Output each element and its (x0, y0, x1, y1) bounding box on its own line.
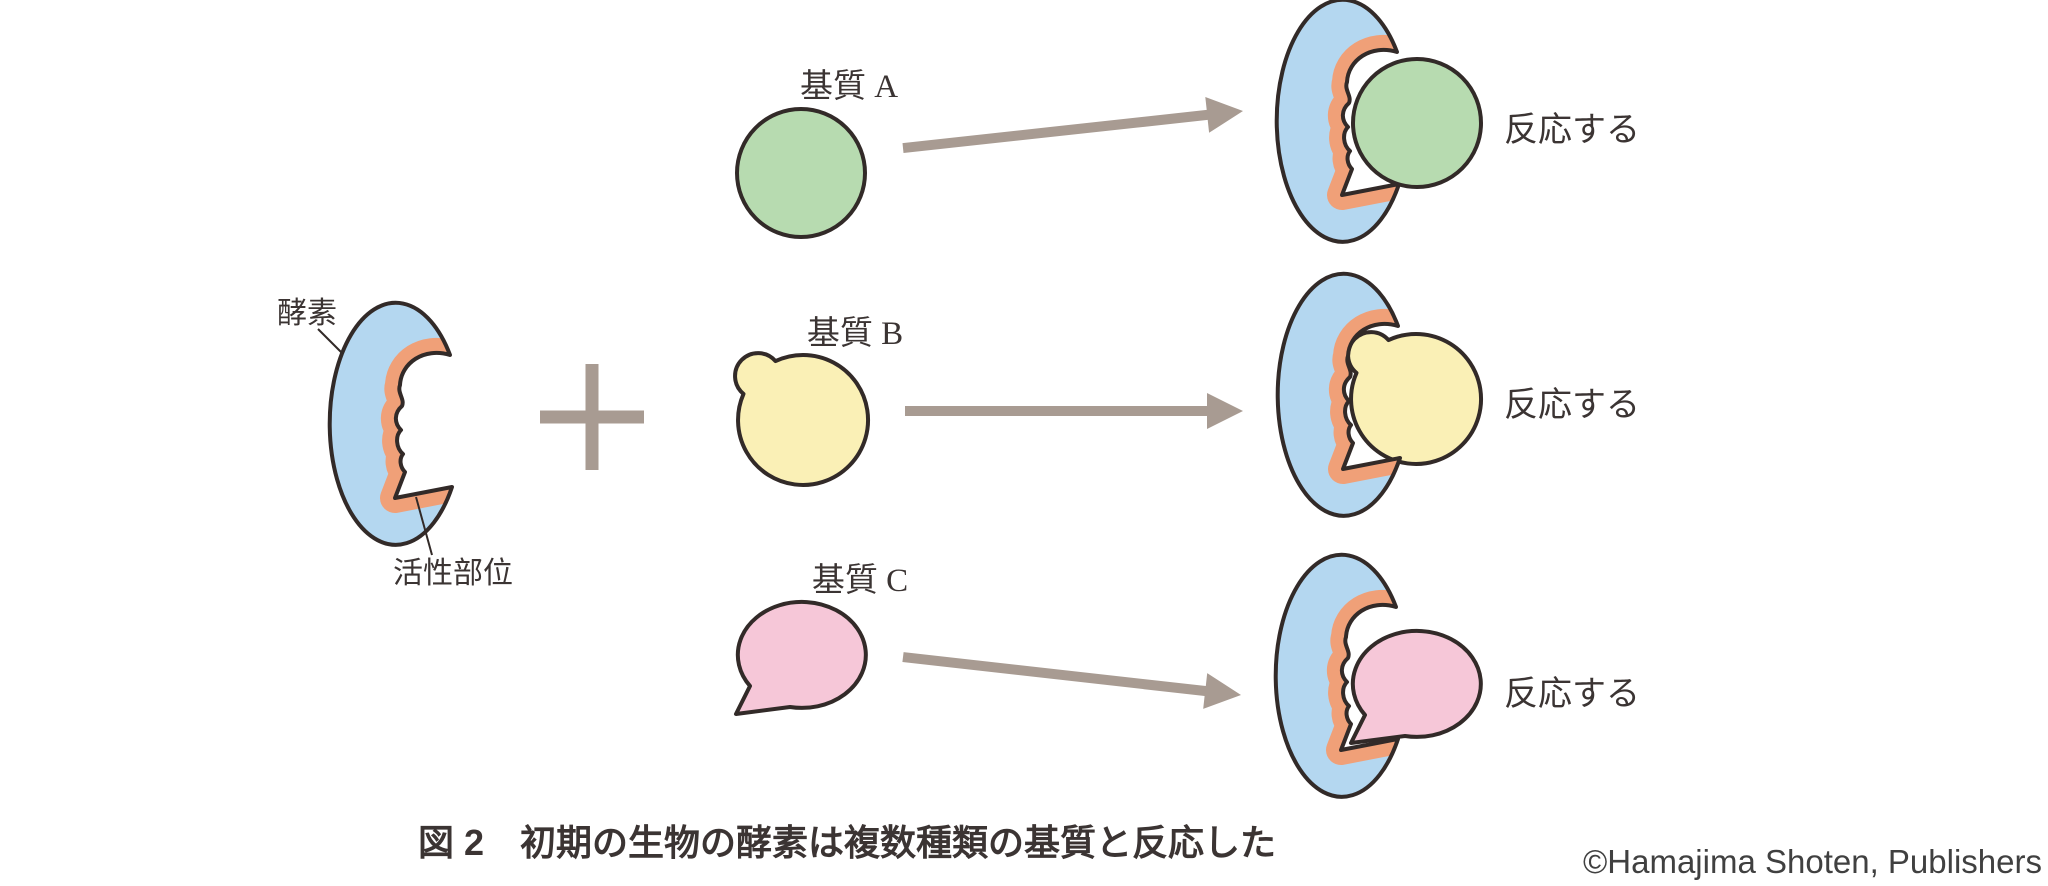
reaction-label-a: 反応する (1504, 111, 1640, 149)
complex-c-group: 反応する (1276, 555, 1640, 797)
arrow-icon-b (905, 393, 1243, 429)
substrate-c-bound (1349, 628, 1483, 745)
substrate-b-label: 基質 B (807, 315, 903, 352)
substrate-b-bound (1346, 330, 1484, 466)
plus-icon (540, 364, 644, 470)
complex-a-group: 反応する (1277, 0, 1640, 242)
substrate-a-shape (735, 107, 867, 239)
figure-caption: 図 2 初期の生物の酵素は複数種類の基質と反応した (418, 822, 1276, 863)
substrate-a-label: 基質 A (800, 68, 898, 105)
reaction-label-c: 反応する (1504, 675, 1640, 713)
active-site-leader-line (415, 496, 433, 556)
substrate-a-bound (1351, 57, 1483, 189)
arrow-icon-a (902, 97, 1243, 153)
enzyme-group: 酵素 活性部位 (277, 297, 513, 590)
arrow-icon-c (902, 652, 1241, 709)
copyright-notice: ©Hamajima Shoten, Publishers (1583, 843, 2042, 880)
enzyme-leader-line (317, 328, 344, 355)
reaction-label-b: 反応する (1504, 386, 1640, 424)
substrate-b-group: 基質 B (733, 315, 903, 487)
substrate-b-shape (733, 351, 871, 487)
substrate-c-shape (734, 599, 868, 716)
enzyme-label: 酵素 (277, 297, 337, 330)
substrate-c-group: 基質 C (734, 562, 908, 716)
substrate-c-label: 基質 C (812, 562, 908, 599)
complex-b-group: 反応する (1278, 274, 1640, 516)
enzyme-shape (330, 303, 464, 545)
active-site-label: 活性部位 (393, 557, 513, 590)
substrate-a-group: 基質 A (735, 68, 898, 239)
